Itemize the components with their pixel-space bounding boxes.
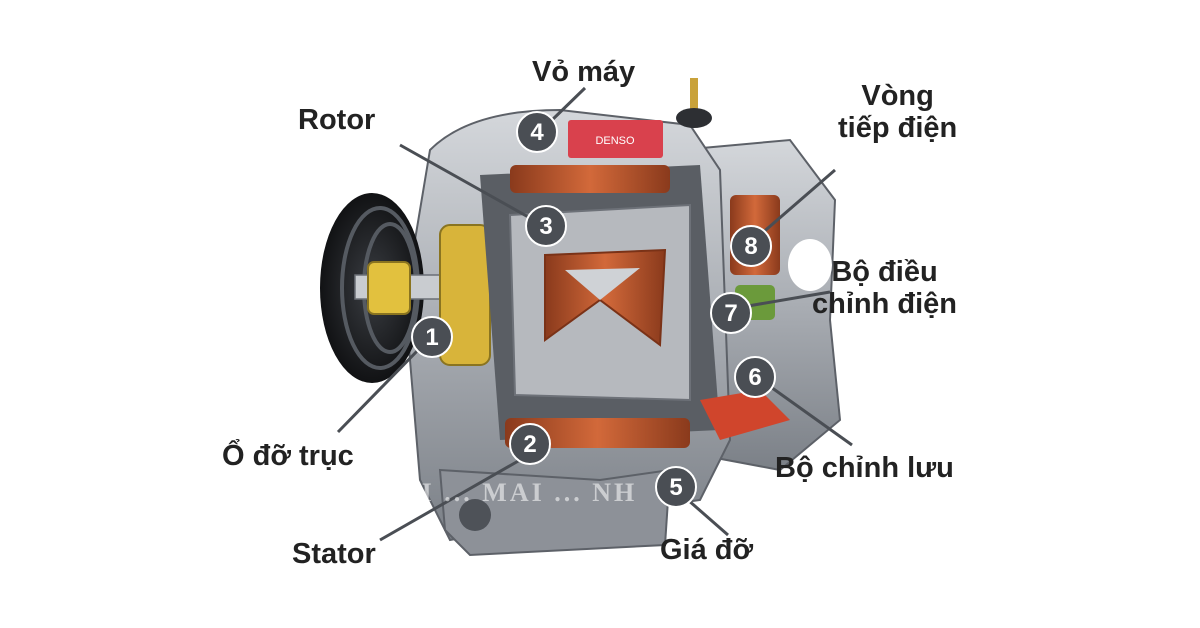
leader-line-6 [767,383,853,447]
label-regulator: Bộ điều chỉnh điện [812,256,957,320]
rectifier [700,390,790,440]
mounting-hole [459,499,491,531]
leader-line-8 [759,168,836,237]
badge-number-4: 4 [530,119,544,146]
number-badges: 1 2 3 4 5 6 7 8 [411,111,776,508]
label-housing: Vỏ máy [532,56,636,88]
badge-8: 8 [730,225,772,267]
label-slip-rings-line-2: tiếp điện [838,112,958,144]
badge-number-8: 8 [744,233,757,260]
badge-1: 1 [411,316,453,358]
badge-number-6: 6 [748,364,761,391]
mounting-bracket [438,468,672,557]
badge-7: 7 [710,292,752,334]
label-bearing: Ổ đỡ trục [222,440,354,472]
label-bracket: Giá đỡ [660,534,754,566]
badge-number-1: 1 [425,324,438,351]
badge-5: 5 [655,466,697,508]
front-bearing [367,261,411,315]
alternator-illustration: DENSO [320,78,842,557]
stator-winding-bottom [505,418,690,448]
badge-2: 2 [509,423,551,465]
leader-line-2 [379,458,521,542]
stator-winding-top [510,165,670,193]
terminal-post [690,78,698,118]
label-rectifier: Bộ chỉnh lưu [775,452,954,484]
badge-number-2: 2 [523,431,536,458]
badge-number-7: 7 [724,300,737,327]
leader-line-7 [747,290,831,308]
badge-4: 4 [516,111,558,153]
leader-lines [336,86,853,542]
leader-line-3 [399,143,531,220]
label-rotor: Rotor [298,104,376,136]
housing-label-plate [568,120,663,158]
housing-label: DENSO [595,135,635,147]
leader-line-4 [548,86,587,124]
badge-3: 3 [525,205,567,247]
watermark: KHOI ... MAI ... NH [352,478,638,507]
label-regulator-line-2: chỉnh điện [812,288,957,320]
label-slip-rings: Vòng tiếp điện [838,80,957,144]
label-stator: Stator [292,538,376,570]
leader-line-5 [687,498,729,537]
badge-6: 6 [734,356,776,398]
label-slip-rings-line-1: Vòng [861,80,934,112]
badge-number-5: 5 [669,474,682,501]
label-regulator-line-1: Bộ điều [831,256,938,288]
leader-line-1 [336,344,424,434]
badge-number-3: 3 [539,213,552,240]
